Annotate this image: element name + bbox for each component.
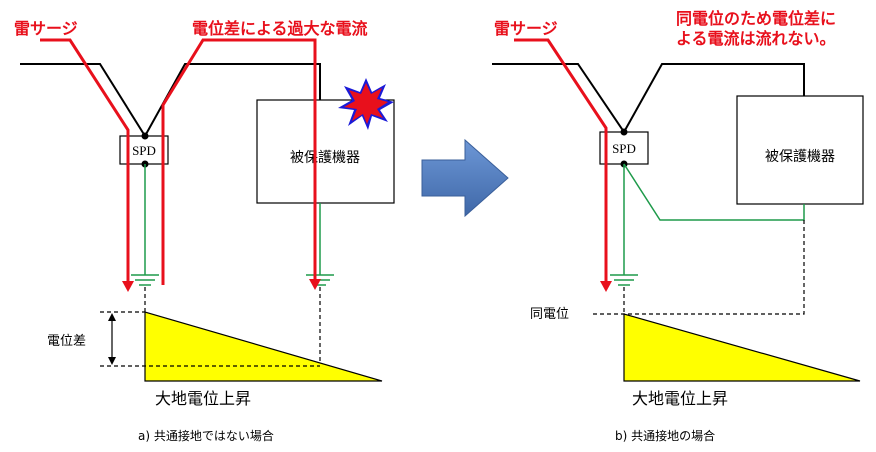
- spd-label-a: SPD: [132, 143, 156, 158]
- surge-label-a: 雷サージ: [14, 19, 78, 38]
- panel-a: SPD 被保護機器 電位差: [14, 19, 395, 443]
- potential-diff-label: 電位差: [47, 334, 86, 349]
- potential-diff-arrowhead-bottom-a: [108, 357, 116, 365]
- earth-potential-triangle-a: [144, 311, 383, 382]
- note-line-1-b: 同電位のため電位差に: [676, 9, 836, 28]
- power-line-left-a: [20, 63, 146, 137]
- surge-path-in-a: [40, 38, 130, 285]
- explosion-burst-icon: [338, 78, 394, 130]
- surge-label-b: 雷サージ: [494, 19, 558, 38]
- current-label-a: 電位差による過大な電流: [192, 19, 368, 38]
- surge-arrowhead-b: [600, 281, 612, 292]
- equipment-label-b: 被保護機器: [765, 149, 835, 165]
- spd-label-b: SPD: [612, 141, 636, 156]
- same-potential-label: 同電位: [530, 307, 569, 322]
- earth-rise-label-b: 大地電位上昇: [632, 389, 728, 408]
- power-line-right-b: [623, 63, 805, 133]
- potential-diff-arrowhead-top-a: [108, 313, 116, 321]
- surge-path-back-a: [161, 38, 317, 285]
- surge-arrowhead-back-a: [309, 279, 321, 290]
- spd-terminal-top-b: [620, 128, 628, 136]
- ground-symbol-common-b: [610, 274, 638, 286]
- ground-symbol-spd-a: [131, 274, 159, 286]
- note-line-2-b: よる電流は流れない。: [676, 29, 836, 48]
- caption-a: a) 共通接地ではない場合: [138, 428, 274, 443]
- surge-arrowhead-in-a: [122, 281, 134, 292]
- spd-terminal-top-a: [141, 132, 149, 140]
- equipment-to-ground-dashed-b: [590, 220, 805, 315]
- earth-rise-label-a: 大地電位上昇: [155, 389, 251, 408]
- equipment-label-a: 被保護機器: [290, 150, 360, 166]
- right-arrow-icon: [421, 138, 509, 218]
- earth-potential-triangle-b: [623, 313, 861, 382]
- caption-b: b) 共通接地の場合: [615, 428, 715, 443]
- panel-b: SPD 被保護機器 同電位 雷サージ 同電位のため電位差に よる電流は流れない。…: [492, 9, 864, 443]
- surge-path-b: [514, 38, 608, 285]
- equipment-bond-wire-b: [623, 163, 805, 221]
- power-line-left-b: [492, 63, 625, 133]
- equipment-box-b: [736, 95, 864, 205]
